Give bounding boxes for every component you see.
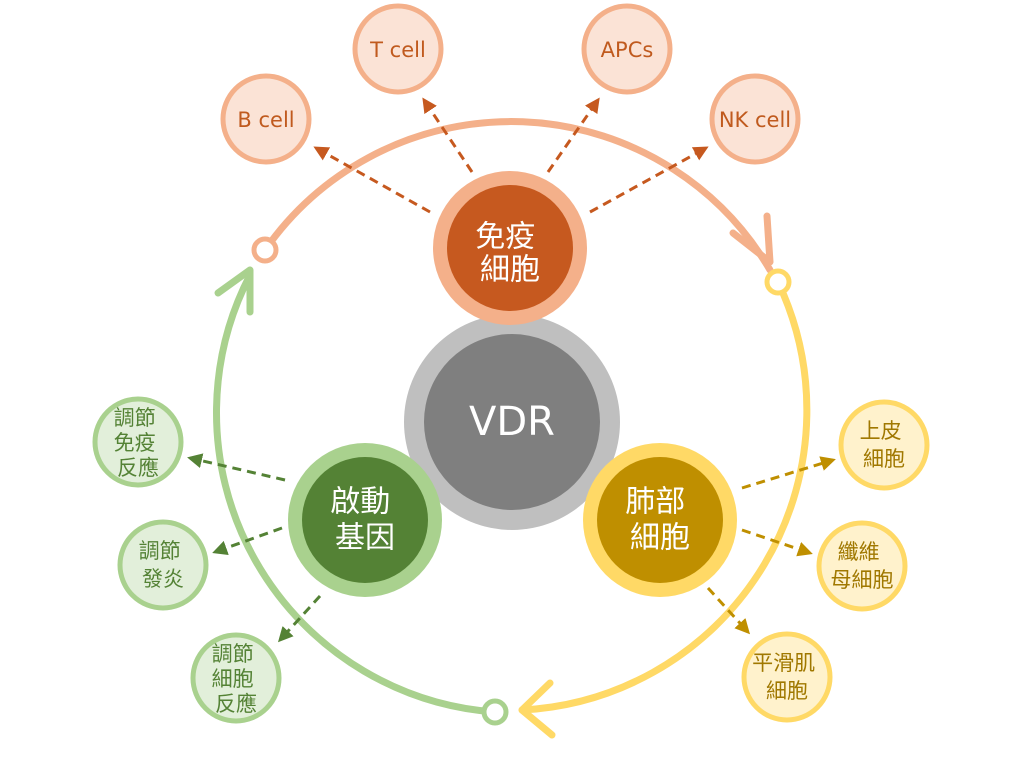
hub-lung-inner [597, 457, 723, 583]
cycle-ring [213, 118, 811, 739]
cycle-arc-gene-to-immune [213, 271, 499, 716]
sat-regulate-cell-response-label: 調節 細胞 反應 [212, 635, 261, 716]
lung-arrows [706, 456, 836, 635]
hub-lung-line-2: 細胞 [630, 521, 690, 556]
sat-nk-cell-line-1: NK cell [719, 108, 791, 132]
arrow-gene-to-immune-response [187, 453, 286, 482]
sat-regulate-cell-response-circle [190, 632, 282, 724]
sat-regulate-inflammation-line-1: 調節 [139, 539, 181, 563]
sat-smooth-muscle-cell-circle [741, 631, 833, 723]
hub-immune-inner [447, 185, 573, 311]
sat-regulate-inflammation-circle [117, 519, 209, 611]
sat-regulate-immune-response: 調節 免疫 反應 [92, 396, 184, 488]
sat-b-cell-line-1: B cell [237, 108, 294, 132]
arrow-lung-to-epithelial [741, 456, 836, 490]
hub-immune-line-2: 細胞 [480, 253, 540, 288]
sat-apcs: APCs [581, 3, 673, 95]
hub-immune-cells: 免疫 細胞 [433, 171, 587, 325]
sat-nk-cell-circle [709, 73, 801, 165]
sat-regulate-cell-response-line-1: 調節 [212, 642, 254, 666]
sat-fibroblast-line-2: 母細胞 [831, 568, 894, 592]
sat-t-cell-label: T cell [369, 38, 426, 62]
hub-gene-line-2: 基因 [335, 521, 395, 556]
sat-smooth-muscle-cell: 平滑肌 細胞 [741, 631, 833, 723]
cycle-arc-immune-to-lung [261, 118, 774, 274]
sat-b-cell-circle [220, 73, 312, 165]
sat-regulate-cell-response-line-2: 細胞 [212, 667, 254, 691]
vdr-inner-circle [424, 334, 600, 510]
sat-nk-cell: NK cell [709, 73, 801, 165]
vdr-label: VDR [469, 399, 555, 445]
sat-smooth-muscle-cell-line-2: 細胞 [766, 679, 808, 703]
gene-arrows [187, 453, 322, 643]
sat-epithelial-cell-line-1: 上皮 [860, 419, 902, 443]
sat-fibroblast: 纖維 母細胞 [816, 520, 908, 612]
hub-gene-label: 啟動 基因 [330, 475, 400, 556]
cycle-start-node-gene [481, 698, 509, 726]
sat-regulate-inflammation-label: 調節 發炎 [139, 532, 188, 591]
hub-lung-cells: 肺部 細胞 [583, 443, 737, 597]
sat-regulate-inflammation: 調節 發炎 [117, 519, 209, 611]
sat-epithelial-cell-label: 上皮 細胞 [860, 412, 909, 471]
sat-smooth-muscle-cell-line-1: 平滑肌 [752, 651, 815, 675]
vdr-node: VDR [404, 314, 620, 530]
sat-regulate-immune-response-label: 調節 免疫 反應 [114, 399, 163, 480]
sat-b-cell: B cell [220, 73, 312, 165]
hub-lung-label: 肺部 細胞 [625, 475, 695, 556]
sat-regulate-immune-response-line-3: 反應 [117, 456, 159, 480]
sat-fibroblast-line-1: 纖維 [838, 540, 880, 564]
immune-arrows [313, 97, 709, 214]
sat-regulate-inflammation-line-2: 發炎 [142, 567, 184, 591]
arrow-gene-to-cell-response [277, 594, 322, 643]
sat-apcs-circle [581, 3, 673, 95]
sat-t-cell-circle [352, 3, 444, 95]
hub-lung-line-1: 肺部 [625, 485, 685, 520]
arrow-immune-to-t-cell [422, 97, 474, 173]
sat-regulate-immune-response-circle [92, 396, 184, 488]
cycle-start-node-immune [251, 236, 279, 264]
sat-regulate-immune-response-line-1: 調節 [114, 406, 156, 430]
hub-immune-label: 免疫 細胞 [475, 210, 545, 288]
sat-epithelial-cell: 上皮 細胞 [838, 399, 930, 491]
cycle-arrowhead-gene [214, 266, 254, 316]
arrow-gene-to-inflammation [212, 526, 283, 556]
sat-smooth-muscle-cell-label: 平滑肌 細胞 [752, 644, 822, 703]
hub-immune-line-1: 免疫 [475, 220, 535, 255]
sat-epithelial-cell-circle [838, 399, 930, 491]
hub-gene-line-1: 啟動 [330, 485, 390, 520]
sat-apcs-label: APCs [601, 38, 654, 62]
sat-fibroblast-circle [816, 520, 908, 612]
arrow-immune-to-nk-cell [589, 146, 709, 214]
sat-epithelial-cell-line-2: 細胞 [863, 447, 905, 471]
sat-regulate-cell-response: 調節 細胞 反應 [190, 632, 282, 724]
arrow-lung-to-fibroblast [741, 528, 813, 557]
sat-t-cell-line-1: T cell [369, 38, 426, 62]
sat-nk-cell-label: NK cell [719, 108, 791, 132]
hub-gene-inner [302, 457, 428, 583]
sat-regulate-immune-response-line-2: 免疫 [114, 431, 156, 455]
arrow-lung-to-smooth-muscle [706, 586, 751, 635]
sat-regulate-cell-response-line-3: 反應 [215, 692, 257, 716]
cycle-arrowhead-immune [729, 212, 774, 266]
sat-t-cell: T cell [352, 3, 444, 95]
cycle-arc-lung-to-gene [518, 278, 811, 714]
sat-fibroblast-label: 纖維 母細胞 [831, 533, 894, 592]
hub-activate-gene: 啟動 基因 [288, 443, 442, 597]
arrow-immune-to-b-cell [313, 146, 431, 214]
cycle-start-node-lung [764, 268, 792, 296]
sat-apcs-line-1: APCs [601, 38, 654, 62]
sat-b-cell-label: B cell [237, 108, 294, 132]
arrow-immune-to-apcs [546, 97, 600, 173]
cycle-arrowhead-lung [518, 679, 556, 739]
